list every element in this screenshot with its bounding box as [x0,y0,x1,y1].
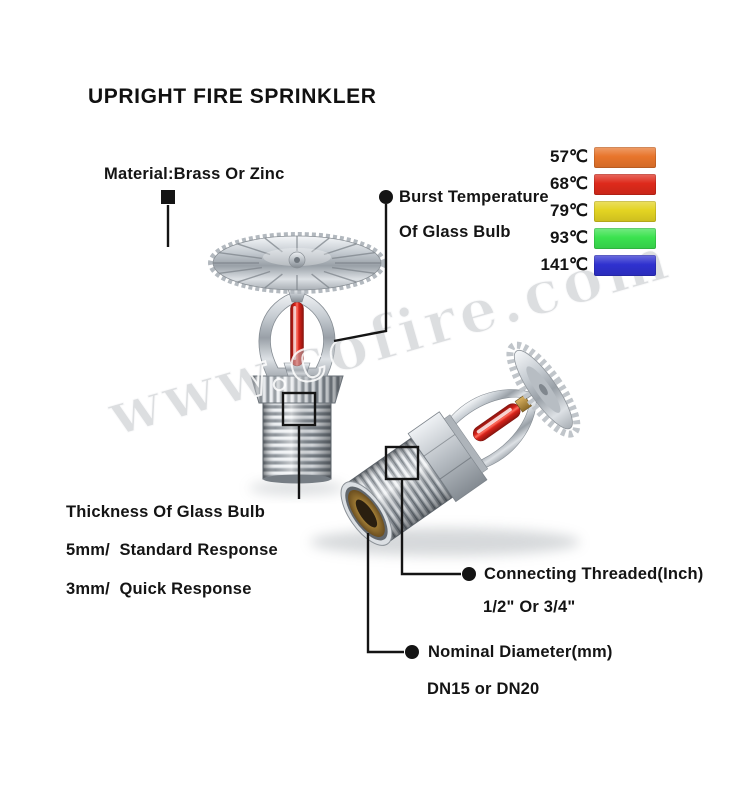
burst-temperature-label: Burst Temperature [399,188,549,206]
legend-row: 141℃ [538,254,656,276]
deflector-edge [506,341,581,438]
page-title: UPRIGHT FIRE SPRINKLER [88,85,377,108]
legend-color-swatch [594,200,656,222]
legend-temp-label: 93℃ [549,228,588,247]
legend-temp-label: 68℃ [549,174,588,193]
sprinkler-illustration [150,205,630,585]
connecting-threaded-label: Connecting Threaded(Inch) [484,565,704,583]
deflector [208,232,386,294]
quick-response-label: 3mm/ Quick Response [66,580,252,598]
material-label: Material:Brass Or Zinc [104,165,285,183]
legend-color-swatch [594,146,656,168]
upright-sprinkler-shadow [249,481,345,495]
glass-bulb [290,301,304,367]
material-marker [161,190,175,204]
temperature-legend: 57℃ 68℃ 79℃ 93℃ 141℃ [538,146,656,276]
legend-temp-label: 57℃ [549,147,588,166]
sprinkler-photo-svg [208,232,581,556]
burst-marker [379,190,393,204]
legend-temp-label: 141℃ [540,255,588,274]
legend-row: 79℃ [538,200,656,222]
legend-row: 57℃ [538,146,656,168]
standard-response-label: 5mm/ Standard Response [66,541,278,559]
legend-row: 68℃ [538,173,656,195]
legend-temp-label: 79℃ [549,201,588,220]
upright-sprinkler-photo [208,232,386,484]
legend-color-swatch [594,227,656,249]
legend-color-swatch [594,173,656,195]
legend-row: 93℃ [538,227,656,249]
lying-sprinkler-shadow [310,528,580,556]
thickness-label: Thickness Of Glass Bulb [66,503,265,521]
lying-sprinkler-photo [340,341,581,546]
threaded-inlet-mouth [340,481,393,546]
nominal-diameter-label: Nominal Diameter(mm) [428,643,613,661]
burst-temperature-label-2: Of Glass Bulb [399,223,511,241]
nominal-marker [405,645,419,659]
nominal-diameter-value: DN15 or DN20 [427,680,540,698]
legend-color-swatch [594,254,656,276]
connecting-threaded-value: 1/2" Or 3/4" [483,598,576,616]
